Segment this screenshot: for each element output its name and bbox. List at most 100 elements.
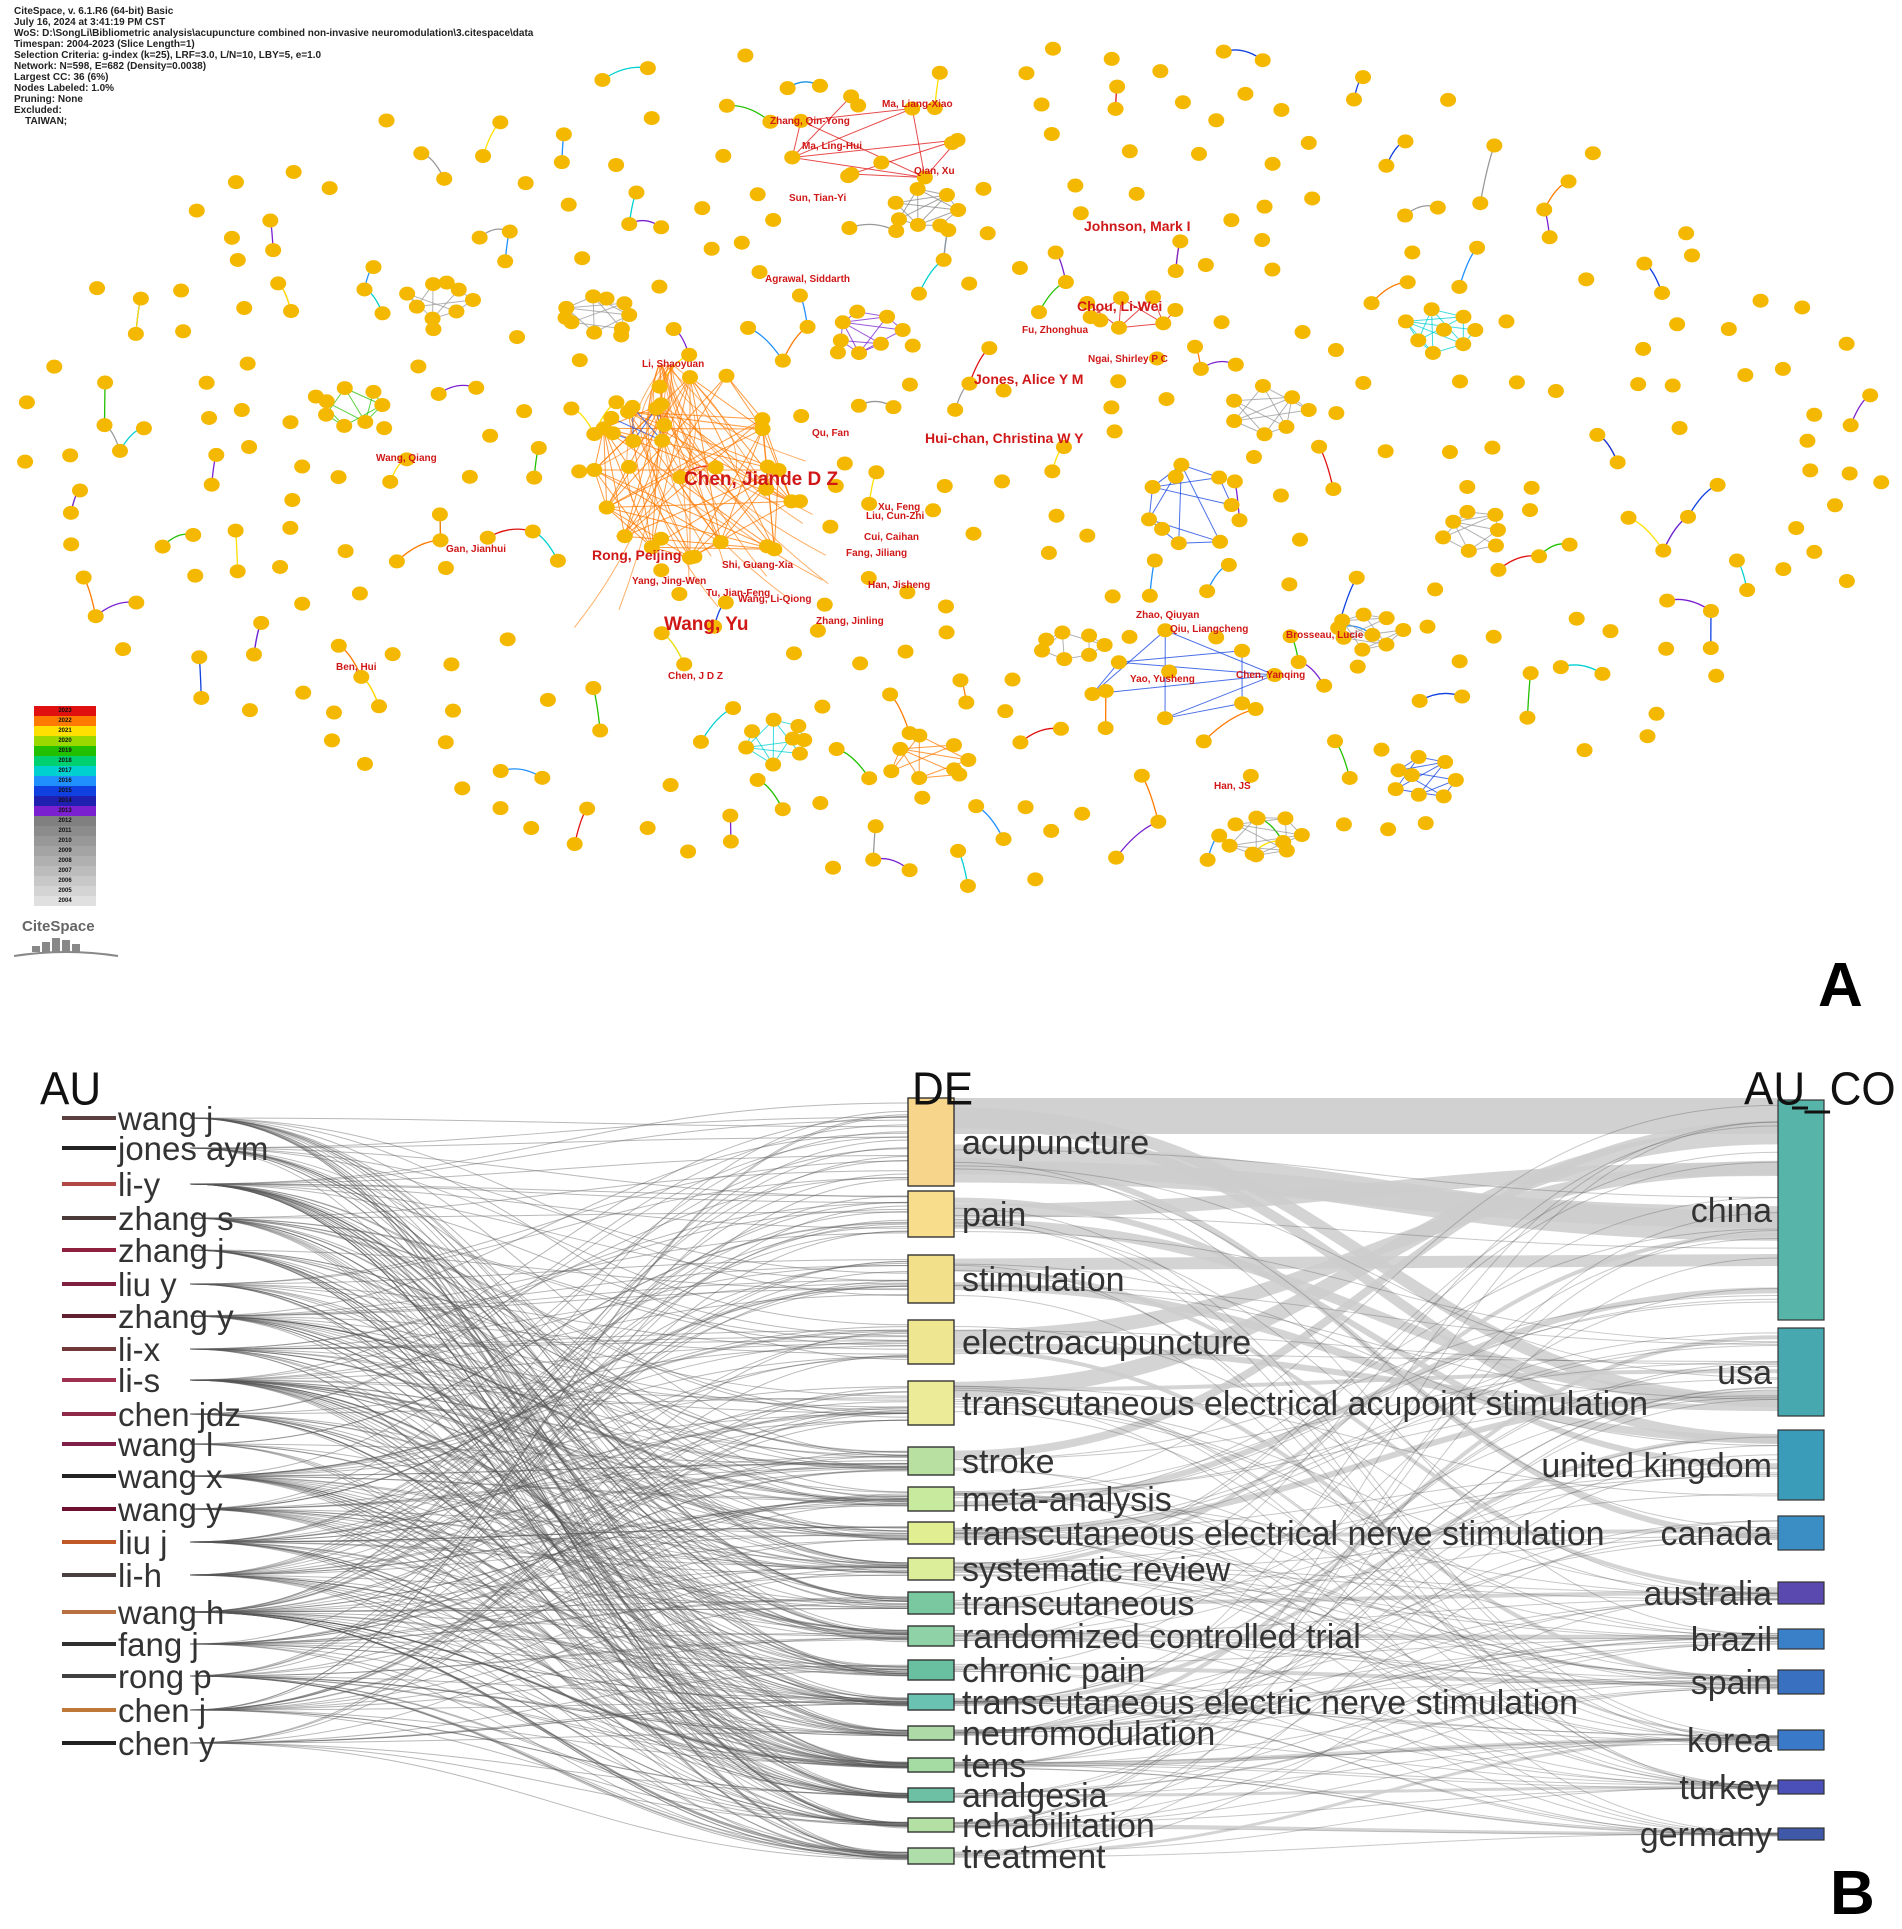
- network-node: [1173, 458, 1189, 472]
- network-node: [502, 225, 518, 239]
- network-node: [272, 560, 288, 574]
- network-node: [793, 409, 809, 423]
- network-node: [1301, 403, 1317, 417]
- network-node: [371, 699, 387, 713]
- network-node: [1053, 722, 1069, 736]
- author-label: wang x: [117, 1458, 223, 1495]
- keyword-box: [908, 1447, 954, 1475]
- network-node: [1672, 421, 1688, 435]
- network-node: [725, 701, 741, 715]
- author-label: Wang, Li-Qiong: [738, 594, 812, 605]
- legend-year: 2023: [34, 706, 96, 716]
- legend-year: 2017: [34, 766, 96, 776]
- keyword-label: treatment: [962, 1838, 1106, 1876]
- network-node: [718, 369, 734, 383]
- network-node: [1084, 687, 1100, 701]
- network-node: [1435, 530, 1451, 544]
- network-node: [830, 345, 846, 359]
- network-node: [837, 456, 853, 470]
- network-node: [946, 762, 962, 776]
- network-node: [1459, 480, 1475, 494]
- network-node: [644, 111, 660, 125]
- network-node: [1175, 95, 1191, 109]
- network-node: [1018, 800, 1034, 814]
- network-node: [432, 507, 448, 521]
- network-node: [1703, 641, 1719, 655]
- network-node: [868, 819, 884, 833]
- author-label: Shi, Guang-Xia: [722, 560, 794, 571]
- network-node: [1753, 294, 1769, 308]
- network-node: [410, 359, 426, 373]
- network-node: [1455, 310, 1471, 324]
- network-node: [337, 381, 353, 395]
- network-edge: [1119, 651, 1242, 663]
- keyword-label: stimulation: [962, 1261, 1125, 1299]
- network-node: [694, 201, 710, 215]
- network-node: [534, 771, 550, 785]
- network-node: [910, 218, 926, 232]
- network-node: [621, 460, 637, 474]
- author-label: Li, Shaoyuan: [642, 359, 704, 370]
- network-node: [1802, 463, 1818, 477]
- network-node: [112, 444, 128, 458]
- network-node: [1231, 513, 1247, 527]
- network-node: [1839, 574, 1855, 588]
- legend-year: 2019: [34, 746, 96, 756]
- network-node: [1680, 510, 1696, 524]
- network-node: [617, 529, 633, 543]
- network-edge: [843, 322, 903, 330]
- network-node: [436, 172, 452, 186]
- network-node: [925, 503, 941, 517]
- author-label: Ben, Hui: [336, 662, 377, 673]
- network-node: [133, 292, 149, 306]
- author-label: zhang y: [118, 1298, 234, 1335]
- country-label: brazil: [1691, 1621, 1772, 1659]
- network-node: [1452, 374, 1468, 388]
- legend-year: 2020: [34, 736, 96, 746]
- author-label: Rong, Peijing: [592, 547, 681, 563]
- network-node: [1098, 721, 1114, 735]
- network-node: [283, 304, 299, 318]
- network-node: [382, 475, 398, 489]
- network-node: [996, 832, 1012, 846]
- network-node: [1589, 428, 1605, 442]
- network-node: [1649, 707, 1665, 721]
- network-node: [509, 330, 525, 344]
- network-node: [1437, 755, 1453, 769]
- network-edge: [1153, 487, 1232, 505]
- author-label: Yang, Jing-Wen: [632, 576, 706, 587]
- network-node: [895, 323, 911, 337]
- network-node: [850, 99, 866, 113]
- network-node: [1862, 388, 1878, 402]
- country-label: united kingdom: [1541, 1447, 1772, 1485]
- author-label: chen j: [118, 1692, 206, 1729]
- network-node: [1397, 134, 1413, 148]
- network-node: [193, 691, 209, 705]
- keyword-box: [908, 1592, 954, 1614]
- author-label: Qian, Xu: [914, 166, 955, 177]
- network-node: [246, 647, 262, 661]
- network-node: [599, 501, 615, 515]
- network-node: [861, 497, 877, 511]
- network-node: [284, 493, 300, 507]
- country-box: [1778, 1828, 1824, 1840]
- legend-year: 2008: [34, 856, 96, 866]
- network-node: [286, 165, 302, 179]
- network-node: [722, 809, 738, 823]
- network-node: [1145, 480, 1161, 494]
- network-node: [1110, 374, 1126, 388]
- network-node: [1373, 743, 1389, 757]
- network-node: [961, 277, 977, 291]
- network-node: [1264, 263, 1280, 277]
- network-edge: [1406, 317, 1464, 322]
- network-node: [531, 441, 547, 455]
- network-node: [750, 773, 766, 787]
- network-node: [766, 713, 782, 727]
- network-edge: [1142, 776, 1158, 822]
- legend-year: 2011: [34, 826, 96, 836]
- network-node: [1092, 313, 1108, 327]
- network-node: [1246, 450, 1262, 464]
- network-node: [997, 704, 1013, 718]
- network-node: [475, 149, 491, 163]
